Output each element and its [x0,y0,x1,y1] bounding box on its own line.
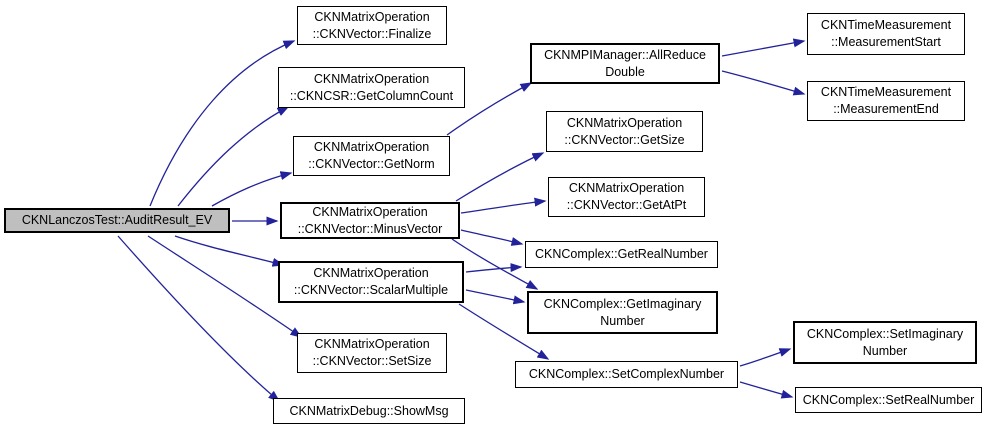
graph-node-audit_result_ev: CKNLanczosTest::AuditResult_EV [4,208,230,233]
graph-node-label: CKNComplex::GetRealNumber [535,247,708,261]
graph-node-vector_get_size[interactable]: CKNMatrixOperation::CKNVector::GetSize [546,111,703,152]
graph-node-csr_get_column_count[interactable]: CKNMatrixOperation::CKNCSR::GetColumnCou… [278,67,465,108]
graph-node-label: CKNMatrixOperation [566,115,683,130]
graph-node-label: ::CKNVector::MinusVector [297,221,443,236]
graph-node-label: ::CKNCSR::GetColumnCount [289,88,454,103]
edge-vector_minus_vector-complex_get_real_number [460,229,524,246]
graph-node-label: Double [605,64,645,79]
edge-complex_set_complex_number-complex_set_imaginary_number [739,348,792,367]
graph-node-time_measurement_start[interactable]: CKNTimeMeasurement::MeasurementStart [807,13,965,55]
graph-node-label: CKNTimeMeasurement [820,85,952,99]
graph-node-vector_finalize[interactable]: CKNMatrixOperation::CKNVector::Finalize [297,6,447,45]
graph-node-label: CKNMatrixOperation [312,204,428,219]
graph-node-label: CKNLanczosTest::AuditResult_EV [21,213,213,227]
edge-vector_minus_vector-vector_get_at_pt [460,197,547,214]
graph-node-label: CKNComplex::SetImaginary [806,326,964,341]
graph-node-label: CKNComplex::SetComplexNumber [528,367,725,381]
graph-node-complex_get_real_number[interactable]: CKNComplex::GetRealNumber [525,241,718,268]
graph-node-label: Number [600,313,645,328]
graph-node-label: ::CKNVector::GetNorm [308,157,435,171]
graph-node-label: CKNMatrixOperation [314,337,430,351]
graph-node-label: ::CKNVector::GetSize [564,132,685,147]
graph-node-vector_scalar_multiple[interactable]: CKNMatrixOperation::CKNVector::ScalarMul… [278,261,464,303]
graph-node-label: CKNMatrixOperation [314,9,430,24]
graph-node-label: CKNMPIManager::AllReduce [544,47,706,62]
edge-complex_set_complex_number-complex_set_real_number [739,381,794,399]
edge-vector_scalar_multiple-complex_get_real_number [465,263,523,273]
edge-vector_scalar_multiple-complex_get_imaginary_number [465,289,526,305]
edge-mpi_all_reduce_double-time_measurement_start [721,38,806,57]
graph-node-label: CKNMatrixOperation [313,71,430,86]
edge-mpi_all_reduce_double-time_measurement_end [721,70,806,96]
graph-node-label: CKNMatrixDebug::ShowMsg [289,403,449,418]
graph-node-vector_minus_vector[interactable]: CKNMatrixOperation::CKNVector::MinusVect… [280,202,460,239]
graph-node-label: CKNTimeMeasurement [820,18,952,32]
graph-node-label: ::MeasurementEnd [833,102,939,116]
graph-node-label: ::CKNVector::SetSize [312,354,432,368]
graph-node-vector_get_norm[interactable]: CKNMatrixOperation::CKNVector::GetNorm [293,136,450,176]
graph-node-complex_set_complex_number[interactable]: CKNComplex::SetComplexNumber [515,361,738,388]
edge-audit_result_ev-vector_finalize [149,40,296,207]
graph-node-label: CKNMatrixOperation [313,266,429,280]
graph-node-vector_get_at_pt[interactable]: CKNMatrixOperation::CKNVector::GetAtPt [548,177,705,217]
graph-node-label: ::CKNVector::ScalarMultiple [293,283,449,297]
edge-vector_minus_vector-vector_get_size [455,152,545,202]
graph-node-debug_show_msg[interactable]: CKNMatrixDebug::ShowMsg [273,398,465,424]
graph-node-complex_set_real_number[interactable]: CKNComplex::SetRealNumber [795,387,982,413]
edge-audit_result_ev-csr_get_column_count [177,106,290,207]
graph-node-label: Number [862,343,908,358]
graph-node-time_measurement_end[interactable]: CKNTimeMeasurement::MeasurementEnd [807,81,965,121]
graph-node-vector_set_size[interactable]: CKNMatrixOperation::CKNVector::SetSize [297,333,447,373]
graph-node-label: CKNMatrixOperation [568,181,685,195]
graph-node-label: CKNComplex::GetImaginary [543,296,702,311]
edge-audit_result_ev-debug_show_msg [117,235,281,402]
graph-node-label: ::CKNVector::GetAtPt [566,198,687,212]
graph-node-label: CKNMatrixOperation [313,140,430,154]
graph-node-label: ::CKNVector::Finalize [312,26,432,41]
edge-audit_result_ev-vector_scalar_multiple [174,235,285,267]
graph-node-label: CKNComplex::SetRealNumber [802,392,975,407]
graph-node-label: ::MeasurementStart [831,35,941,49]
